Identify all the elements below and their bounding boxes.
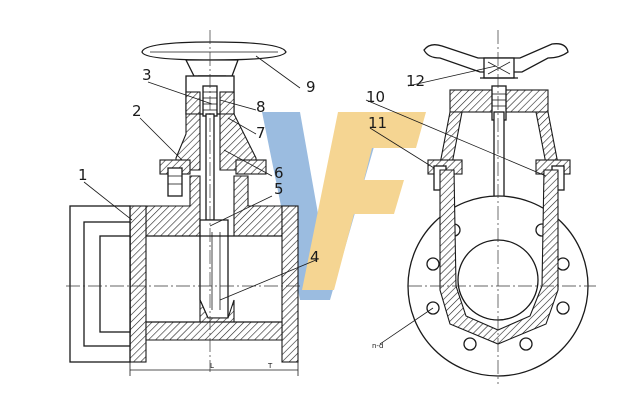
- leader-lines: [83, 55, 547, 345]
- wedge-gate: [199, 219, 229, 319]
- watermark-f-shape: [302, 112, 426, 290]
- handwheel-right: [423, 43, 569, 73]
- part-label-3: 3: [142, 66, 152, 84]
- bonnet-right: [219, 113, 257, 171]
- part-label-1: 1: [78, 166, 88, 184]
- dim-length-mark: L: [210, 362, 214, 370]
- body-lower: [145, 321, 283, 341]
- part-label-10: 10: [366, 88, 385, 106]
- part-label-4: 4: [310, 248, 320, 266]
- bonnet-bolt: [167, 167, 183, 197]
- part-label-5: 5: [274, 180, 284, 198]
- part-label-6: 6: [274, 164, 284, 182]
- part-number-labels: 1 2 3 4 5 6 7 8 9 10 11 12: [78, 66, 425, 266]
- body-shell-right: [439, 169, 559, 345]
- right-section-view: n-d: [372, 30, 596, 384]
- part-label-8: 8: [256, 98, 266, 116]
- handwheel-left: [141, 41, 287, 61]
- bonnet-side-left: [439, 111, 463, 165]
- part-label-11: 11: [368, 114, 387, 132]
- left-section-view: L T: [66, 30, 300, 376]
- bolt-hole-note: n-d: [372, 342, 383, 350]
- part-label-12: 12: [406, 72, 425, 90]
- handwheel-hub-left: [184, 59, 239, 77]
- flange-right: [281, 205, 299, 363]
- dim-height-mark: T: [267, 362, 273, 370]
- bonnet-side-right: [535, 111, 559, 165]
- part-label-9: 9: [306, 78, 316, 96]
- part-label-2: 2: [132, 102, 142, 120]
- flange-left: [129, 205, 147, 363]
- part-label-7: 7: [256, 124, 266, 142]
